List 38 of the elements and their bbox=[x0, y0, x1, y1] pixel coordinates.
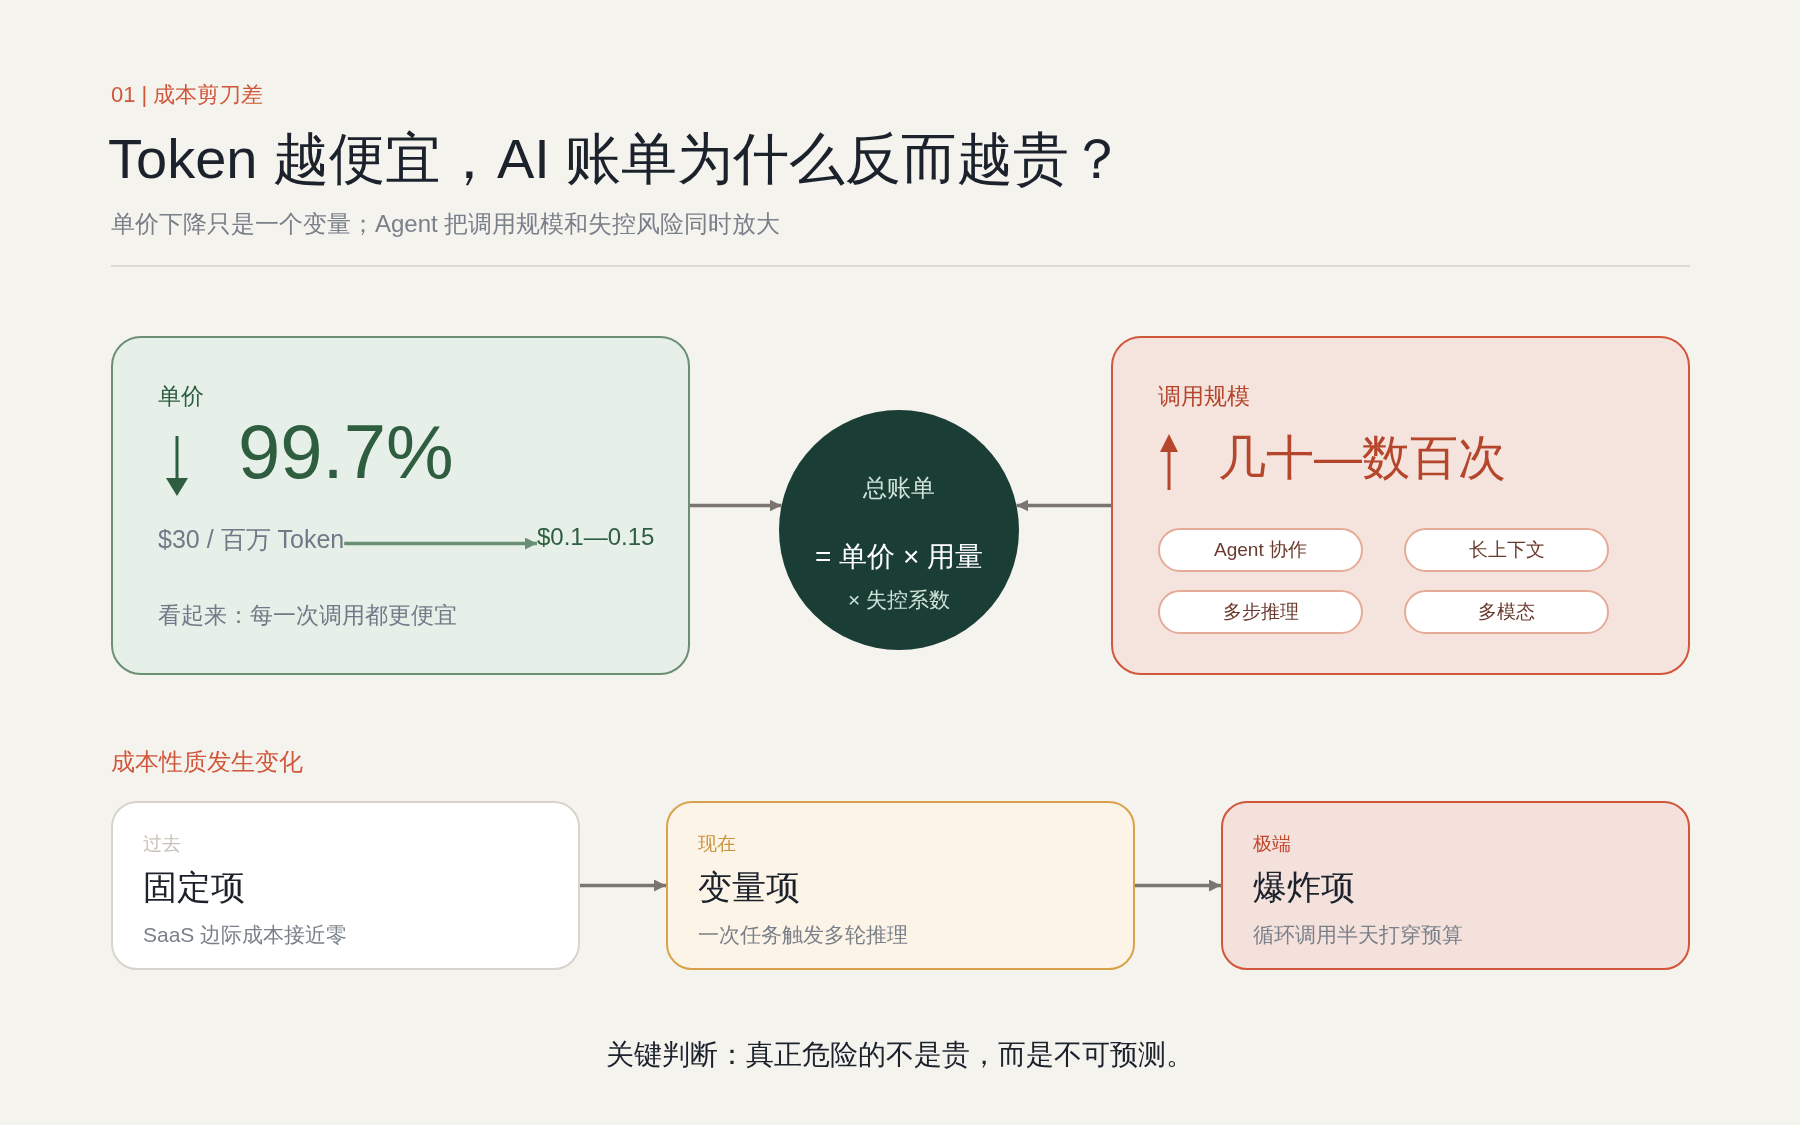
stage-description: 循环调用半天打穿预算 bbox=[1253, 922, 1463, 948]
stage-description: SaaS 边际成本接近零 bbox=[143, 922, 348, 948]
call-volume-card bbox=[1111, 336, 1690, 675]
section-number: 01 | 成本剪刀差 bbox=[111, 81, 264, 109]
formula-factor: × 失控系数 bbox=[846, 587, 952, 613]
stage-card bbox=[111, 801, 580, 970]
stage-title: 爆炸项 bbox=[1253, 867, 1355, 908]
feature-tag: 多步推理 bbox=[1158, 590, 1363, 634]
call-volume-value: 几十—数百次 bbox=[1218, 430, 1506, 486]
stage-card bbox=[666, 801, 1135, 970]
circle-heading: 总账单 bbox=[862, 473, 936, 503]
bill-formula: = 单价 × 用量 bbox=[813, 540, 984, 574]
arrow bbox=[1016, 499, 1111, 512]
arrow bbox=[344, 537, 537, 550]
stage-title: 变量项 bbox=[698, 867, 800, 908]
stage-tag: 极端 bbox=[1253, 831, 1291, 857]
feature-tag: 多模态 bbox=[1404, 590, 1609, 634]
title: Token 越便宜，AI 账单为什么反而越贵？ bbox=[108, 126, 1126, 192]
arrow bbox=[1135, 879, 1221, 892]
card-note: 看起来：每一次调用都更便宜 bbox=[158, 601, 457, 630]
stage-card bbox=[1221, 801, 1690, 970]
stage-title: 固定项 bbox=[143, 867, 245, 908]
arrow bbox=[580, 879, 666, 892]
feature-tag: Agent 协作 bbox=[1158, 528, 1363, 572]
card-heading: 单价 bbox=[158, 382, 204, 411]
card-heading: 调用规模 bbox=[1158, 382, 1250, 411]
subtitle: 单价下降只是一个变量；Agent 把调用规模和失控风险同时放大 bbox=[111, 209, 781, 239]
price-text: $0.1—0.15 bbox=[537, 523, 655, 551]
section-heading: 成本性质发生变化 bbox=[111, 747, 303, 777]
stage-description: 一次任务触发多轮推理 bbox=[698, 922, 908, 948]
arrow bbox=[690, 499, 782, 512]
price-text: $30 / 百万 Token bbox=[158, 523, 345, 556]
feature-tag: 长上下文 bbox=[1404, 528, 1609, 572]
stage-tag: 过去 bbox=[143, 831, 181, 857]
price-drop-value: 99.7% bbox=[238, 408, 454, 495]
caption: 关键判断：真正危险的不是贵，而是不可预测。 bbox=[605, 1038, 1195, 1072]
stage-tag: 现在 bbox=[698, 831, 736, 857]
unit-price-card bbox=[111, 336, 690, 675]
